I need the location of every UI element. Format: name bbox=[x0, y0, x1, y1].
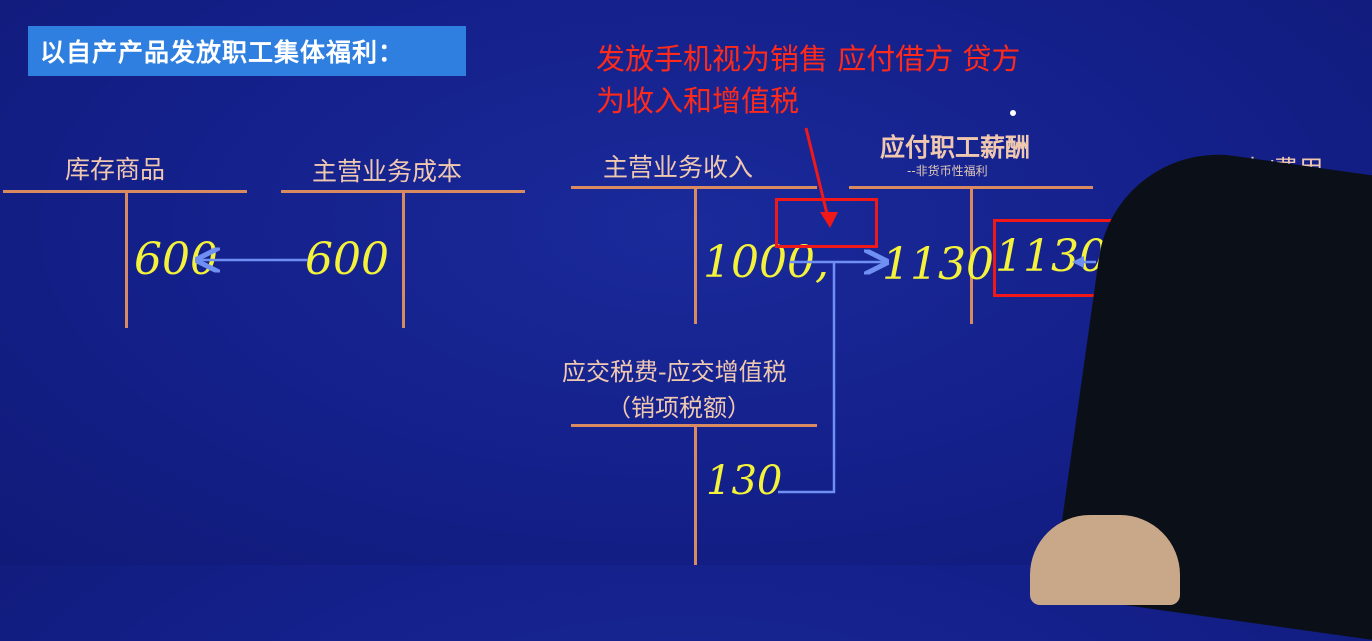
t-account-divider-main-revenue bbox=[694, 189, 697, 324]
connector-vat-to-payroll bbox=[778, 262, 836, 494]
t-account-top-line-main-cost bbox=[281, 190, 525, 193]
t-account-title-main-cost: 主营业务成本 bbox=[312, 157, 463, 186]
t-account-subtitle-payroll: --非货币性福利 bbox=[907, 164, 988, 178]
t-account-title-inventory: 库存商品 bbox=[65, 155, 166, 184]
slide-title-bar: 以自产产品发放职工集体福利： bbox=[28, 26, 466, 76]
annotation-note-line-2: 为收入和增值税 bbox=[596, 84, 800, 118]
annotation-box-debit-highlight bbox=[775, 198, 878, 248]
t-account-title-vat-line-2: （销项税额） bbox=[607, 394, 751, 422]
t-account-title-main-revenue: 主营业务收入 bbox=[603, 153, 754, 182]
t-account-title-payroll: 应付职工薪酬 bbox=[880, 133, 1031, 162]
t-account-top-line-main-revenue bbox=[571, 186, 817, 189]
handwritten-value-payroll-debit: 1130 bbox=[882, 239, 994, 290]
slide-title: 以自产产品发放职工集体福利： bbox=[40, 38, 405, 67]
annotation-note-line-1: 发放手机视为销售 应付借方 贷方 bbox=[596, 42, 1021, 76]
red-pointer-arrow bbox=[804, 127, 838, 228]
t-account-top-line-vat bbox=[571, 424, 817, 427]
t-account-divider-vat bbox=[694, 427, 697, 565]
t-account-top-line-inventory bbox=[3, 190, 247, 193]
t-account-divider-main-cost bbox=[402, 193, 405, 328]
handwritten-value-main-cost-debit: 600 bbox=[305, 234, 389, 285]
t-account-title-vat-line-1: 应交税费-应交增值税 bbox=[562, 358, 787, 386]
t-account-divider-payroll bbox=[970, 189, 973, 324]
pen-dot bbox=[1010, 110, 1016, 116]
handwritten-value-payroll-credit: 1130 bbox=[995, 231, 1107, 282]
t-account-divider-inventory bbox=[125, 193, 128, 328]
handwritten-value-vat-credit: 130 bbox=[706, 458, 783, 504]
presenter-hand bbox=[1030, 515, 1180, 605]
t-account-top-line-payroll bbox=[849, 186, 1093, 189]
